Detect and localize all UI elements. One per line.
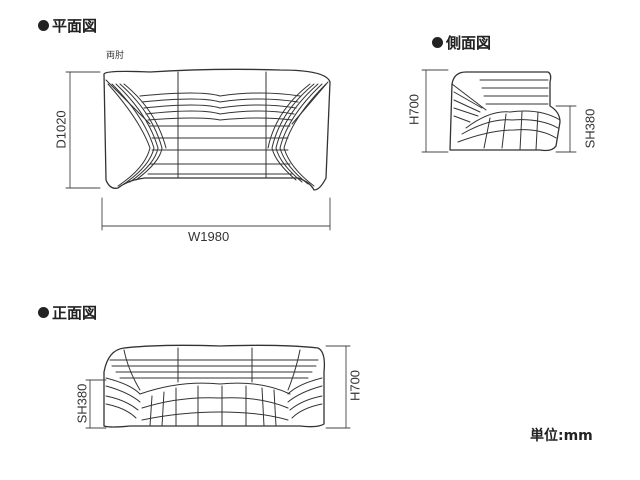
bullet-icon <box>38 20 49 31</box>
plan-view-sofa <box>103 68 331 191</box>
bullet-icon <box>38 307 49 318</box>
front-height-dimension <box>325 345 351 429</box>
plan-note-label: 両肘 <box>106 50 125 60</box>
unit-label: 単位:mm <box>530 428 593 444</box>
front-view-title: 正面図 <box>38 302 97 323</box>
side-view-sofa <box>449 71 561 152</box>
side-height-label: H700 <box>406 93 422 126</box>
plan-view-title: 平面図 <box>38 15 97 36</box>
front-view-sofa <box>103 344 326 428</box>
front-seat-height-label: SH380 <box>74 383 90 424</box>
plan-depth-label: D1020 <box>53 110 69 149</box>
side-seat-height-label: SH380 <box>582 108 598 149</box>
front-height-label: H700 <box>347 369 363 402</box>
side-height-dimension <box>421 69 449 153</box>
plan-width-dimension <box>101 197 331 231</box>
side-seat-height-dimension <box>555 105 577 153</box>
front-seat-height-dimension <box>85 379 107 429</box>
plan-width-label: W1980 <box>188 229 230 244</box>
side-view-title: 側面図 <box>432 32 491 53</box>
plan-depth-dimension <box>65 71 101 189</box>
bullet-icon <box>432 37 443 48</box>
